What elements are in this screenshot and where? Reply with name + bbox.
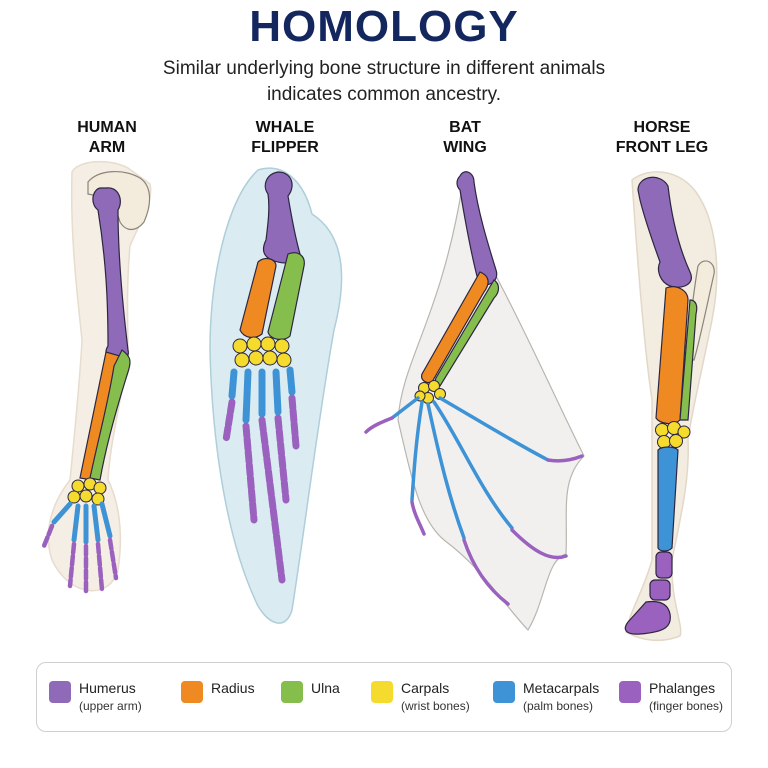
label-bat-wing: BAT WING (400, 118, 530, 158)
label-horse-line-2: FRONT LEG (615, 139, 709, 156)
label-horse-line-1: HORSE (633, 119, 691, 136)
legend-swatch-phalanges (619, 681, 641, 703)
legend-text-carpals: Carpals (wrist bones) (401, 679, 470, 715)
whale-carpals (232, 336, 292, 368)
page-title: HOMOLOGY (249, 2, 519, 51)
legend-name-ulna: Ulna (311, 680, 340, 696)
horse-carpals (655, 421, 691, 449)
human-metacarpals (51, 501, 113, 545)
bat-wing (364, 171, 585, 631)
horse-metacarpal (657, 446, 679, 552)
bat-metacarpals (390, 396, 550, 540)
subtitle-line-2: indicates common ancestry. (266, 84, 502, 105)
legend-name-metacarpals: Metacarpals (523, 680, 600, 696)
legend-name-humerus: Humerus (79, 680, 136, 696)
legend-desc-metacarpals: (palm bones) (523, 699, 594, 713)
label-whale-line-1: WHALE (255, 119, 315, 136)
human-arm (41, 160, 152, 595)
human-phalanges (41, 523, 119, 595)
horse-ulna (679, 299, 698, 421)
label-whale-flipper: WHALE FLIPPER (220, 118, 350, 158)
whale-radius (239, 257, 277, 339)
limb-diagram (41, 160, 718, 642)
whale-ulna (267, 252, 305, 341)
bat-carpals (414, 380, 446, 404)
legend-text-radius: Radius (211, 679, 255, 697)
label-human-arm: HUMAN ARM (42, 118, 172, 158)
human-carpals (67, 477, 107, 506)
legend-text-humerus: Humerus (upper arm) (79, 679, 142, 715)
legend-swatch-ulna (281, 681, 303, 703)
legend-name-carpals: Carpals (401, 680, 450, 696)
legend: Humerus (upper arm) Radius Ulna Carpals … (36, 662, 732, 732)
label-human-line-1: HUMAN (77, 119, 137, 136)
whale-metacarpals (228, 366, 296, 424)
label-bat-line-2: WING (443, 139, 487, 156)
legend-text-ulna: Ulna (311, 679, 340, 697)
legend-swatch-humerus (49, 681, 71, 703)
horse-front-leg (624, 171, 718, 642)
bat-phalanges (364, 416, 584, 606)
label-human-line-2: ARM (88, 139, 126, 156)
whale-flipper (209, 167, 343, 624)
legend-text-phalanges: Phalanges (finger bones) (649, 679, 723, 715)
legend-swatch-metacarpals (493, 681, 515, 703)
legend-swatch-radius (181, 681, 203, 703)
human-ulna (89, 349, 131, 481)
horse-phalanges (624, 551, 673, 635)
legend-desc-phalanges: (finger bones) (649, 699, 724, 713)
legend-text-metacarpals: Metacarpals (palm bones) (523, 679, 599, 715)
horse-humerus (637, 176, 692, 288)
whale-phalanges (222, 394, 300, 584)
legend-desc-carpals: (wrist bones) (401, 699, 470, 713)
legend-swatch-carpals (371, 681, 393, 703)
legend-name-phalanges: Phalanges (649, 680, 716, 696)
label-whale-line-2: FLIPPER (251, 139, 319, 156)
subtitle: Similar underlying bone structure in dif… (0, 56, 768, 108)
legend-name-radius: Radius (211, 680, 255, 696)
label-bat-line-1: BAT (449, 119, 481, 136)
legend-desc-humerus: (upper arm) (79, 699, 142, 713)
subtitle-line-1: Similar underlying bone structure in dif… (162, 58, 606, 79)
label-horse-front-leg: HORSE FRONT LEG (597, 118, 727, 158)
bat-wing-membrane (397, 186, 585, 631)
